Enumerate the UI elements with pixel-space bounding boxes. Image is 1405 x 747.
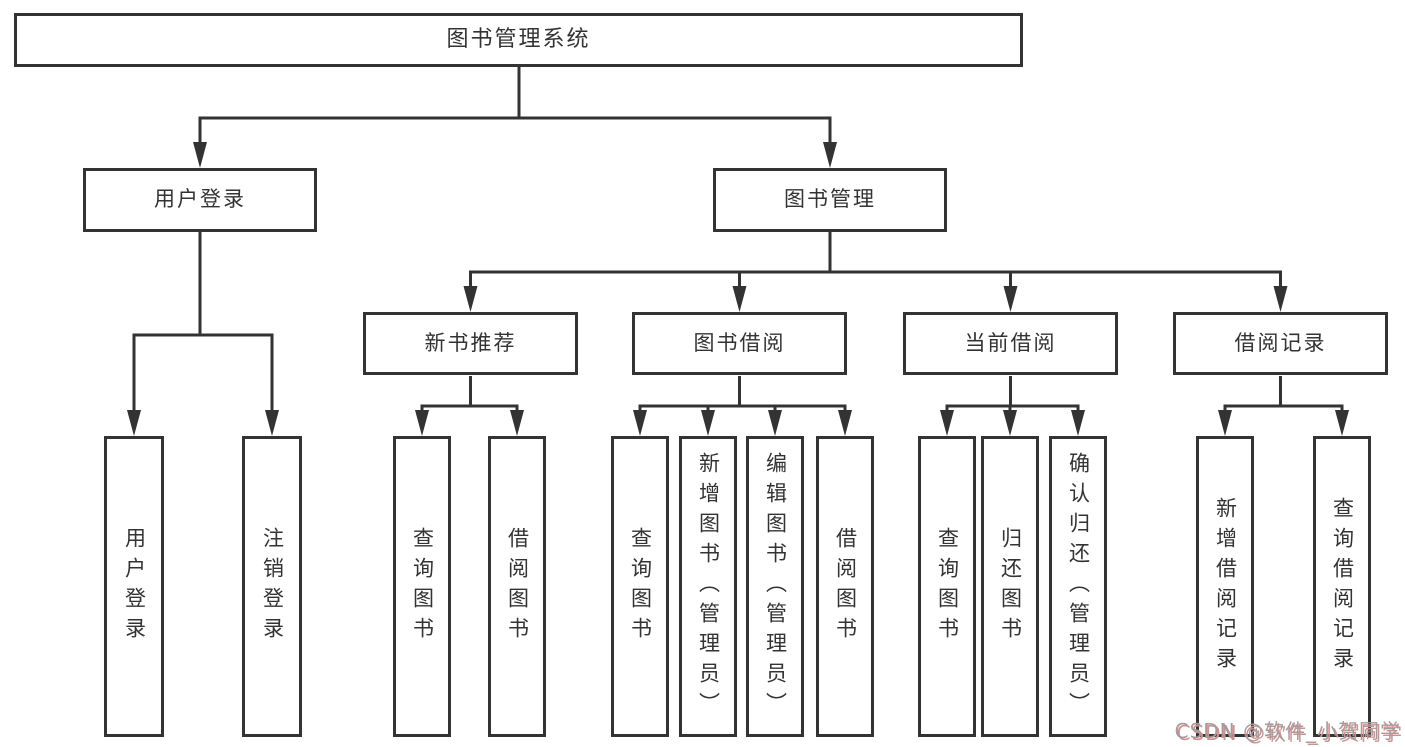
node-user-login: 用户登录 [83, 168, 317, 232]
connector-borrow-children [638, 376, 847, 414]
connector-root-to-level2 [198, 66, 832, 144]
node-book-borrow: 图书借阅 [632, 312, 847, 375]
node-book-management: 图书管理 [713, 168, 947, 232]
leaf-records-query-record: 查询借阅记录 [1313, 436, 1371, 737]
arrowheads-borrow-children [633, 410, 852, 436]
leaf-recommend-query-book: 查询图书 [393, 436, 451, 737]
leaf-borrow-borrow-book: 借阅图书 [816, 436, 874, 737]
connector-book-mgmt-children [469, 232, 1282, 288]
leaf-user-login: 用户登录 [104, 436, 164, 737]
connector-recommend-children [420, 376, 519, 414]
node-borrow-records: 借阅记录 [1173, 312, 1388, 375]
leaf-current-return-book: 归还图书 [981, 436, 1039, 737]
arrowheads-recommend-children [415, 410, 524, 436]
node-new-book-recommend: 新书推荐 [363, 312, 578, 375]
connector-records-children [1223, 376, 1344, 414]
arrowheads-level2 [193, 142, 837, 168]
leaf-borrow-edit-book-admin: 编辑图书（管理员） [746, 436, 804, 737]
leaf-borrow-add-book-admin: 新增图书（管理员） [679, 436, 737, 737]
arrowheads-records-children [1218, 410, 1349, 436]
leaf-borrow-query-book: 查询图书 [611, 436, 669, 737]
arrowheads-current-children [940, 410, 1085, 436]
arrowheads-book-mgmt-children [463, 286, 1288, 312]
arrowheads-user-login-children [127, 410, 279, 436]
leaf-current-confirm-return-admin: 确认归还（管理员） [1049, 436, 1107, 737]
leaf-logout-login: 注销登录 [242, 436, 302, 737]
node-current-borrow: 当前借阅 [903, 312, 1118, 375]
leaf-current-query-book: 查询图书 [918, 436, 976, 737]
leaf-recommend-borrow-book: 借阅图书 [488, 436, 546, 737]
connector-user-login-children [132, 232, 274, 412]
connector-current-children [945, 376, 1080, 414]
leaf-records-add-record: 新增借阅记录 [1196, 436, 1254, 737]
node-system-root: 图书管理系统 [14, 13, 1023, 67]
